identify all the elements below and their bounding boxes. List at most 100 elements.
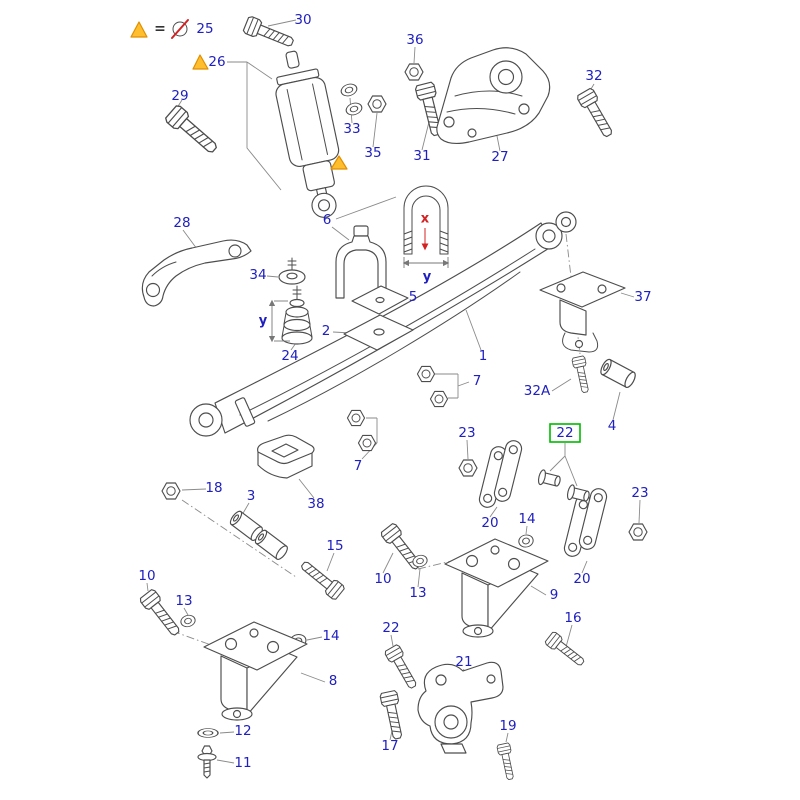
part-22-bolt	[383, 643, 422, 692]
part-27-bracket	[436, 47, 551, 145]
dimension-x-ubolt: x	[421, 212, 430, 227]
part-11-screw	[197, 745, 217, 779]
label-3[interactable]: 3	[247, 488, 256, 504]
label-16[interactable]: 16	[564, 610, 581, 626]
label-35[interactable]: 35	[364, 145, 381, 161]
label-12[interactable]: 12	[234, 723, 251, 739]
dimension-y-ubolt: y	[423, 270, 432, 285]
part-30-bolt	[242, 15, 297, 52]
part-16-bolt	[543, 630, 588, 670]
legend-prohibited-icon	[171, 19, 189, 39]
part-17-bolt	[379, 689, 407, 741]
highlight-box-22	[549, 423, 581, 443]
label-36[interactable]: 36	[406, 32, 423, 48]
label-5[interactable]: 5	[409, 289, 418, 305]
part-4-bushing	[598, 357, 638, 390]
label-34[interactable]: 34	[249, 267, 266, 283]
label-31[interactable]: 31	[413, 148, 430, 164]
part-24-bump-stop: y	[259, 285, 313, 345]
label-14-left[interactable]: 14	[322, 628, 339, 644]
label-27[interactable]: 27	[491, 149, 508, 165]
leader-lines	[146, 19, 641, 764]
part-14-washer-right	[517, 533, 535, 549]
part-38-pad	[257, 434, 315, 479]
warning-triangle-icon	[330, 155, 348, 170]
part-20-shackle-left	[477, 438, 524, 510]
legend: = 25 26	[130, 19, 226, 70]
part-2-plate	[343, 314, 414, 351]
part-28-bracket	[141, 239, 252, 307]
label-26[interactable]: 26	[208, 54, 225, 70]
label-20-right[interactable]: 20	[573, 571, 590, 587]
legend-equals: =	[154, 21, 166, 37]
part-29-bolt	[163, 103, 222, 159]
label-20-left[interactable]: 20	[481, 515, 498, 531]
legend-warning-triangle-26-icon	[192, 54, 209, 70]
part-7-nuts-lower	[346, 409, 377, 452]
part-number-labels: 30 29 33 35 36 31 27 32 28 34 6 24 5 2 1…	[138, 12, 651, 771]
dimension-y-bumpstop: y	[259, 314, 268, 329]
label-7-lower[interactable]: 7	[354, 458, 363, 474]
part-5-plate	[351, 285, 409, 315]
label-10-left[interactable]: 10	[138, 568, 155, 584]
part-15-bolt	[297, 556, 346, 602]
label-25[interactable]: 25	[196, 21, 213, 37]
part-23-nut-right	[628, 523, 648, 541]
part-9-bracket	[444, 538, 549, 638]
part-13-washer-left	[179, 613, 197, 629]
label-1[interactable]: 1	[479, 348, 488, 364]
label-37[interactable]: 37	[634, 289, 651, 305]
part-36-nut	[404, 63, 424, 81]
label-18[interactable]: 18	[205, 480, 222, 496]
label-9[interactable]: 9	[550, 587, 559, 603]
label-8[interactable]: 8	[329, 673, 338, 689]
label-19[interactable]: 19	[499, 718, 516, 734]
part-37-bracket	[539, 271, 626, 353]
label-13-left[interactable]: 13	[175, 593, 192, 609]
label-7-upper[interactable]: 7	[473, 373, 482, 389]
label-10-right[interactable]: 10	[374, 571, 391, 587]
label-24[interactable]: 24	[281, 348, 298, 364]
label-2[interactable]: 2	[322, 323, 331, 339]
label-6[interactable]: 6	[323, 212, 332, 228]
part-3-bushings	[227, 508, 290, 562]
label-14-right[interactable]: 14	[518, 511, 535, 527]
label-13-right[interactable]: 13	[409, 585, 426, 601]
part-6-u-bolt: x y	[402, 185, 450, 285]
bump-stop-height-dimension: y	[259, 299, 290, 343]
part-32a-bolt	[571, 355, 593, 394]
part-7-nuts-upper	[416, 365, 449, 408]
legend-warning-triangle-icon	[130, 21, 148, 38]
label-28[interactable]: 28	[173, 215, 190, 231]
label-22-bolt[interactable]: 22	[382, 620, 399, 636]
part-12-washer	[197, 727, 219, 739]
part-22-pins	[536, 468, 592, 505]
label-30[interactable]: 30	[294, 12, 311, 28]
label-32[interactable]: 32	[585, 68, 602, 84]
u-bolt-length-dimension: x	[421, 212, 430, 251]
label-29[interactable]: 29	[171, 88, 188, 104]
part-23-nut-left	[458, 459, 478, 477]
part-34-washer	[278, 257, 306, 285]
label-4[interactable]: 4	[608, 418, 617, 434]
label-15[interactable]: 15	[326, 538, 343, 554]
part-35-nut	[367, 95, 387, 113]
part-33-washers	[339, 81, 364, 118]
part-8-bracket	[203, 621, 308, 721]
label-33[interactable]: 33	[343, 121, 360, 137]
label-23-right[interactable]: 23	[631, 485, 648, 501]
u-bolt-width-dimension: y	[402, 257, 450, 285]
label-11[interactable]: 11	[234, 755, 251, 771]
label-21[interactable]: 21	[455, 654, 472, 670]
label-17[interactable]: 17	[381, 738, 398, 754]
part-18-nut	[161, 482, 181, 500]
label-32a[interactable]: 32A	[524, 383, 551, 399]
part-26-shock-absorber	[275, 50, 348, 218]
part-32-bolt	[575, 86, 618, 141]
part-21-bracket	[417, 661, 504, 754]
label-23-left[interactable]: 23	[458, 425, 475, 441]
label-38[interactable]: 38	[307, 496, 324, 512]
label-22-highlighted[interactable]: 22	[556, 425, 573, 441]
